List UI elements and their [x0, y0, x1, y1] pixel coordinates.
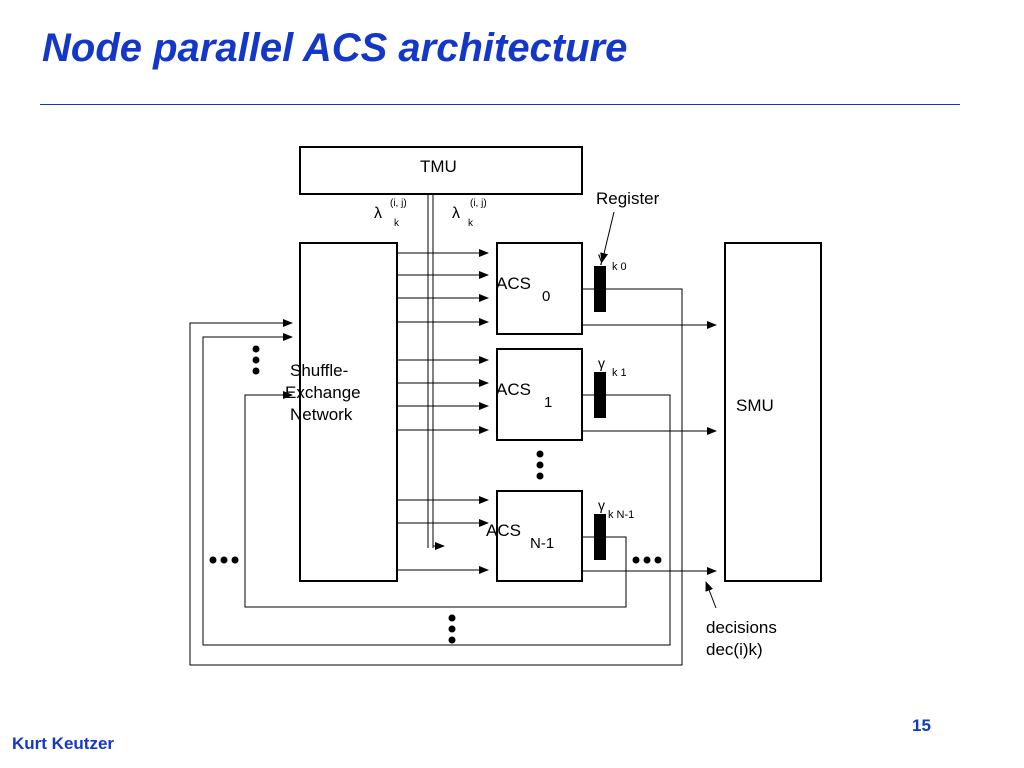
- acs-block-0: [496, 242, 583, 335]
- acs-block-n-minus-1: [496, 490, 583, 582]
- svg-text:Network: Network: [290, 405, 353, 424]
- svg-text:γ: γ: [598, 249, 605, 265]
- acs-label-0: ACS 0: [496, 274, 550, 305]
- shuffle-network-label: Shuffle- Exchange Network: [285, 361, 361, 424]
- svg-text:k: k: [468, 218, 474, 229]
- svg-text:ACS: ACS: [496, 380, 531, 399]
- smu-block: [724, 242, 822, 582]
- decisions-pointer: [705, 581, 717, 609]
- register-bar-n-minus-1: [594, 514, 606, 560]
- tmu-block: [299, 146, 583, 195]
- lambda-label-right: λ k (i, j): [452, 198, 487, 229]
- svg-text:γ: γ: [598, 355, 605, 371]
- feedback-loops: [189, 288, 683, 666]
- network-to-acs-arrows: [397, 249, 489, 574]
- register-bar-1: [594, 372, 606, 418]
- decisions-label: decisions dec(i)k): [706, 618, 777, 659]
- register-label: Register: [596, 189, 660, 208]
- tmu-label: TMU: [420, 157, 457, 176]
- svg-text:γ: γ: [598, 497, 605, 513]
- svg-text:Exchange: Exchange: [285, 383, 361, 402]
- ellipsis-dots: [209, 345, 662, 644]
- acs-label-n-minus-1: ACS N-1: [486, 521, 554, 552]
- svg-text:k 0: k 0: [612, 261, 627, 273]
- svg-text:k 1: k 1: [612, 367, 627, 379]
- author-name: Kurt Keutzer: [12, 734, 115, 753]
- slide-title: Node parallel ACS architecture: [42, 26, 628, 70]
- svg-text:0: 0: [542, 288, 550, 305]
- svg-text:1: 1: [544, 394, 552, 411]
- acs-label-1: ACS 1: [496, 380, 552, 411]
- svg-text:k: k: [394, 218, 400, 229]
- svg-text:λ: λ: [374, 205, 382, 222]
- shuffle-exchange-network-block: [299, 242, 398, 582]
- svg-text:decisions: decisions: [706, 618, 777, 637]
- svg-text:dec(i)k): dec(i)k): [706, 640, 763, 659]
- svg-text:λ: λ: [452, 205, 460, 222]
- title-divider: [40, 104, 960, 105]
- gamma-label-1: γ k 1: [598, 355, 627, 379]
- svg-text:(i, j): (i, j): [390, 198, 407, 209]
- smu-label: SMU: [736, 396, 774, 415]
- register-to-smu-arrows: [582, 321, 717, 575]
- register-bar-0: [594, 266, 606, 312]
- register-pointer: [600, 211, 615, 263]
- acs-block-1: [496, 348, 583, 441]
- svg-text:k N-1: k N-1: [608, 509, 634, 521]
- gamma-label-n-minus-1: γ k N-1: [598, 497, 634, 521]
- page-number: 15: [912, 716, 931, 735]
- svg-text:N-1: N-1: [530, 535, 554, 552]
- svg-text:ACS: ACS: [496, 274, 531, 293]
- svg-text:Shuffle-: Shuffle-: [290, 361, 348, 380]
- svg-text:(i, j): (i, j): [470, 198, 487, 209]
- svg-text:ACS: ACS: [486, 521, 521, 540]
- lambda-label-left: λ k (i, j): [374, 198, 407, 229]
